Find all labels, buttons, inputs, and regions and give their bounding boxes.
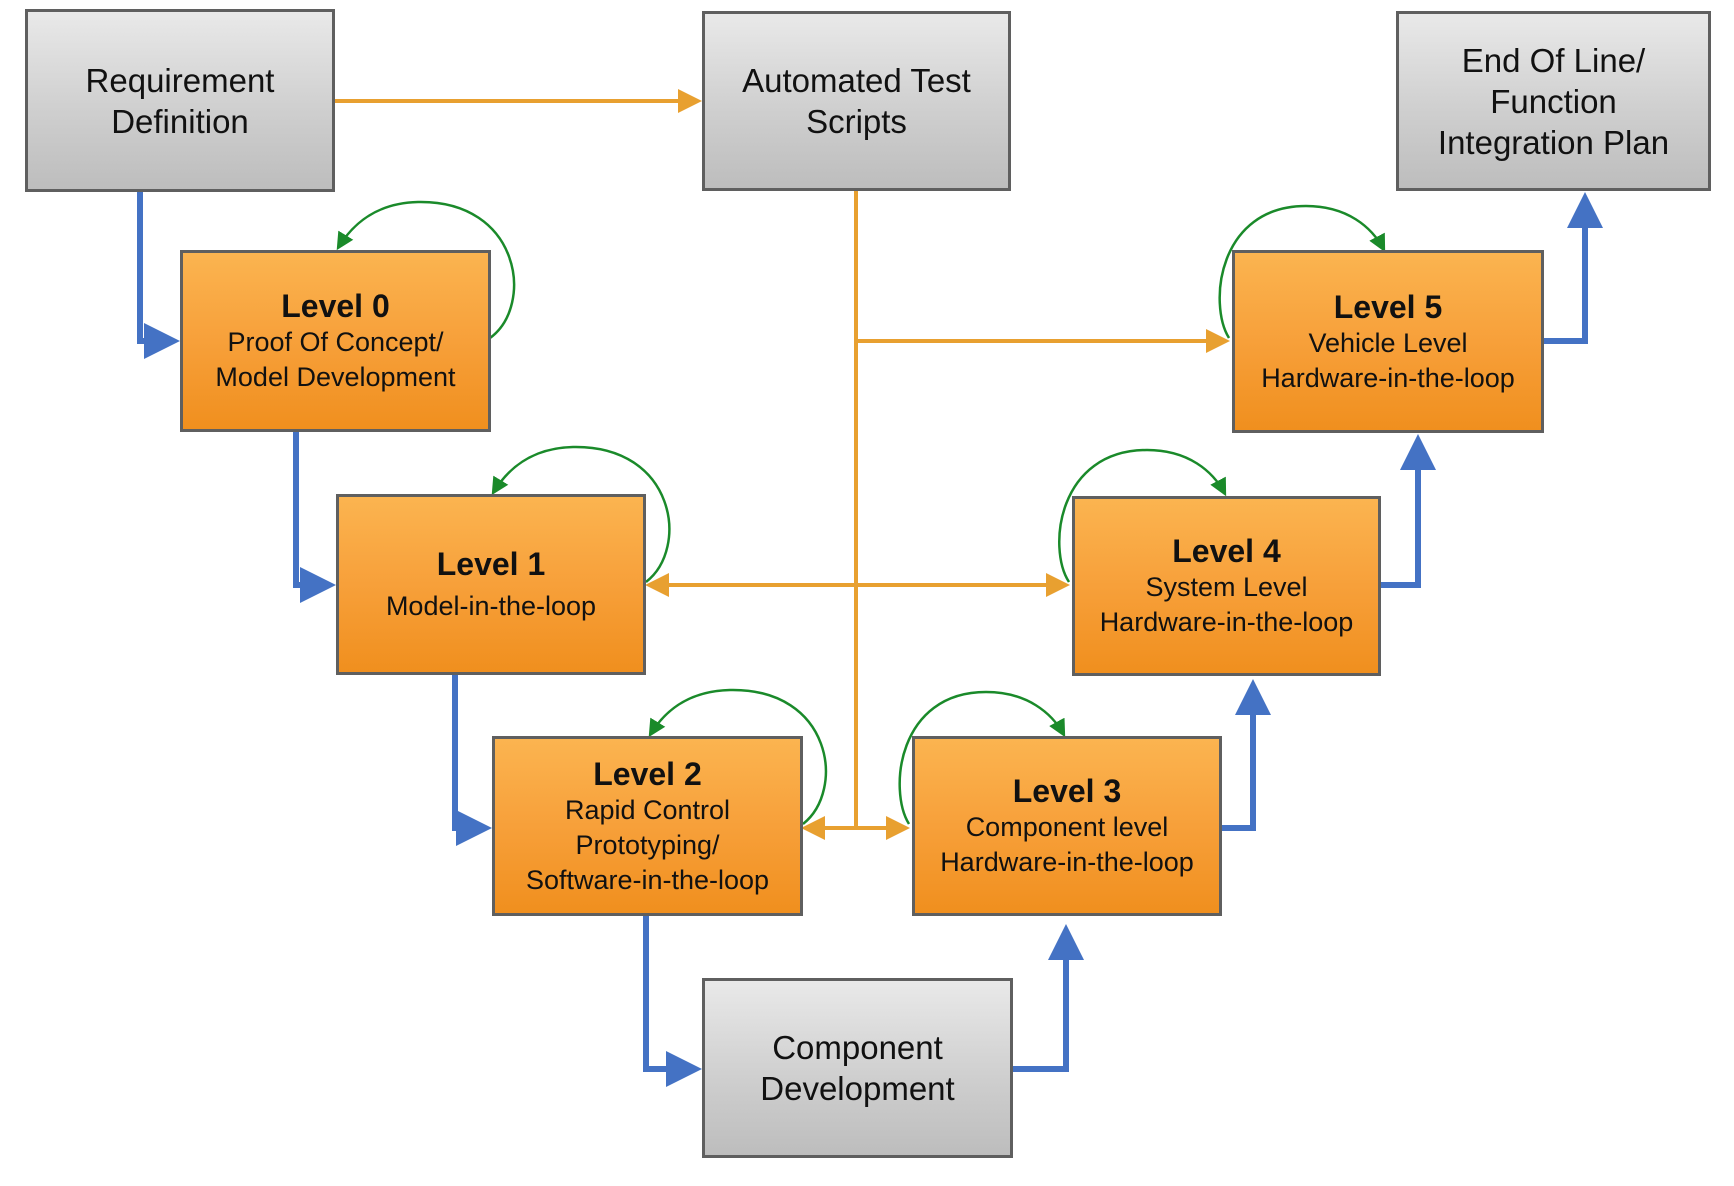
component-development-box: Component Development	[702, 978, 1013, 1158]
flow-arrows	[137, 192, 1603, 1087]
automated-test-scripts-box: Automated Test Scripts	[702, 11, 1011, 191]
node-title: Level 0	[281, 288, 390, 324]
arrow-level2-to-component	[643, 916, 702, 1087]
node-text: Definition	[111, 102, 249, 140]
node-title: Level 3	[1012, 773, 1122, 809]
arrow-component-to-level3	[1013, 924, 1084, 1072]
arrow-requirement-to-level0	[137, 192, 180, 359]
node-text: Model-in-the-loop	[385, 591, 597, 621]
node-text: End Of Line/	[1461, 41, 1646, 79]
arrow-level0-to-level1	[293, 432, 336, 603]
node-title: Level 4	[1172, 533, 1281, 569]
node-text: Requirement	[85, 61, 275, 99]
node-title: Level 2	[593, 755, 702, 792]
level-0-box: Level 0 Proof Of Concept/ Model Developm…	[180, 250, 491, 432]
level-4-box: Level 4 System Level Hardware-in-the-loo…	[1072, 496, 1381, 676]
level-3-box: Level 3 Component level Hardware-in-the-…	[912, 736, 1222, 916]
requirement-definition-box: Requirement Definition	[25, 9, 335, 192]
node-text: Development	[760, 1070, 955, 1107]
level-1-box: Level 1 Model-in-the-loop	[336, 494, 646, 675]
loop-level5	[1218, 204, 1386, 339]
arrow-level5-to-eol	[1544, 192, 1603, 344]
level-2-box: Level 2 Rapid Control Prototyping/ Softw…	[492, 736, 803, 916]
node-text: Automated Test	[742, 62, 971, 99]
node-text: Hardware-in-the-loop	[1099, 607, 1354, 637]
node-text: Component	[772, 1029, 943, 1066]
loop-level4	[1058, 448, 1227, 583]
arrow-level1-to-level2	[452, 675, 492, 846]
end-of-line-box: End Of Line/ Function Integration Plan	[1396, 11, 1711, 191]
node-text: Component level	[965, 812, 1169, 842]
arrow-level3-to-level4	[1222, 679, 1271, 831]
loop-level2	[648, 688, 828, 825]
node-title: Level 1	[436, 546, 546, 582]
test-arrows	[335, 89, 1230, 840]
node-text: Integration Plan	[1437, 123, 1670, 161]
loop-level3	[898, 690, 1066, 825]
loop-level0	[336, 200, 516, 340]
node-text: Hardware-in-the-loop	[940, 847, 1194, 877]
arrow-level4-to-level5	[1381, 434, 1436, 588]
node-text: Rapid Control	[564, 794, 731, 825]
node-text: Software-in-the-loop	[525, 864, 770, 895]
node-title: Level 5	[1333, 288, 1443, 325]
node-text: Prototyping/	[575, 829, 720, 860]
node-text: Vehicle Level	[1308, 327, 1468, 358]
node-text: System Level	[1145, 572, 1308, 602]
level-5-box: Level 5 Vehicle Level Hardware-in-the-lo…	[1232, 250, 1544, 433]
loop-level1	[491, 445, 671, 583]
node-text: Proof Of Concept/	[227, 327, 444, 357]
node-text: Model Development	[215, 362, 456, 392]
node-text: Function	[1490, 82, 1617, 120]
iteration-arrows	[336, 200, 1386, 825]
node-text: Hardware-in-the-loop	[1261, 362, 1515, 393]
node-text: Scripts	[806, 103, 907, 140]
